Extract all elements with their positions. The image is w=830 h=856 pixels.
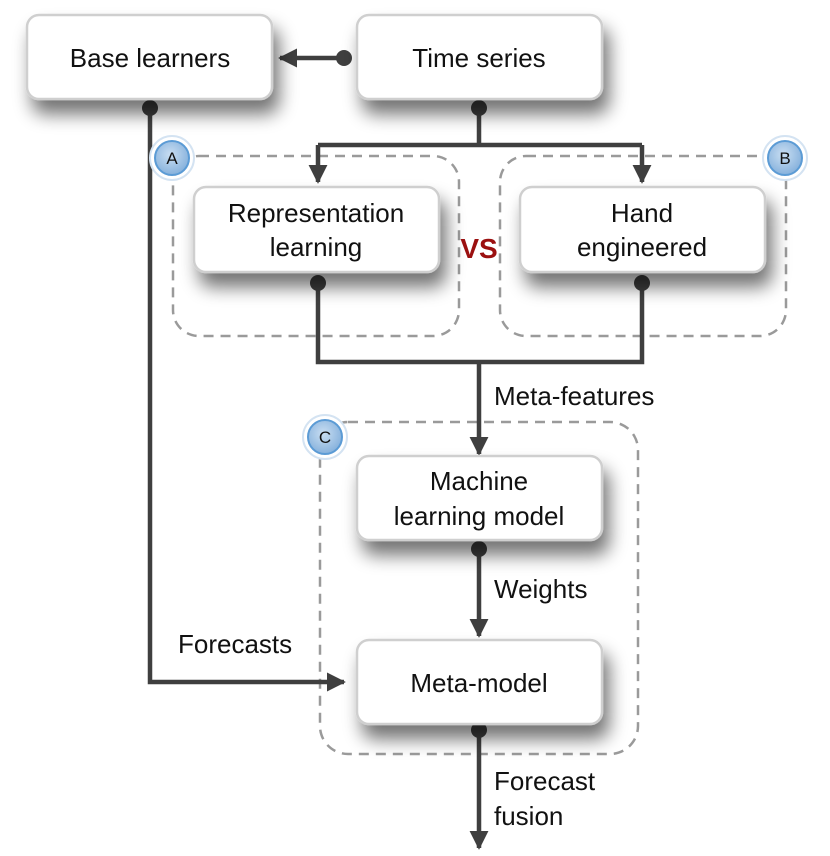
svg-text:Time series: Time series (412, 43, 545, 73)
node-representation-learning: Representation learning (192, 185, 441, 274)
connector-features-merge (310, 275, 650, 456)
badge-b: B (762, 135, 808, 181)
connector-weights (469, 541, 489, 638)
svg-text:Meta-model: Meta-model (410, 668, 547, 698)
svg-text:Machine: Machine (430, 466, 528, 496)
connector-time-series-split (308, 100, 652, 184)
node-meta-model: Meta-model (355, 638, 604, 726)
svg-text:engineered: engineered (577, 232, 707, 262)
forecasts-label: Forecasts (178, 629, 292, 659)
svg-text:C: C (319, 428, 331, 447)
meta-features-label: Meta-features (494, 381, 654, 411)
svg-text:Representation: Representation (228, 198, 404, 228)
node-hand-engineered: Hand engineered (518, 185, 767, 274)
svg-text:Base learners: Base learners (70, 43, 230, 73)
node-base-learners: Base learners (25, 13, 274, 101)
svg-text:learning: learning (270, 232, 363, 262)
connector-time-series-to-base-learners (278, 48, 352, 68)
node-machine-learning-model: Machine learning model (355, 454, 604, 542)
svg-text:learning model: learning model (394, 501, 565, 531)
badge-c: C (302, 414, 348, 460)
connector-forecast-fusion (469, 722, 489, 850)
connector-base-learners-forecasts (142, 100, 346, 692)
vs-label: VS (460, 233, 497, 264)
weights-label: Weights (494, 574, 587, 604)
svg-text:A: A (166, 149, 178, 168)
forecast-fusion-label-line1: Forecast (494, 766, 596, 796)
node-time-series: Time series (355, 13, 604, 101)
svg-text:B: B (779, 149, 790, 168)
badge-a: A (149, 135, 195, 181)
forecast-fusion-label-line2: fusion (494, 801, 563, 831)
svg-text:Hand: Hand (611, 198, 673, 228)
